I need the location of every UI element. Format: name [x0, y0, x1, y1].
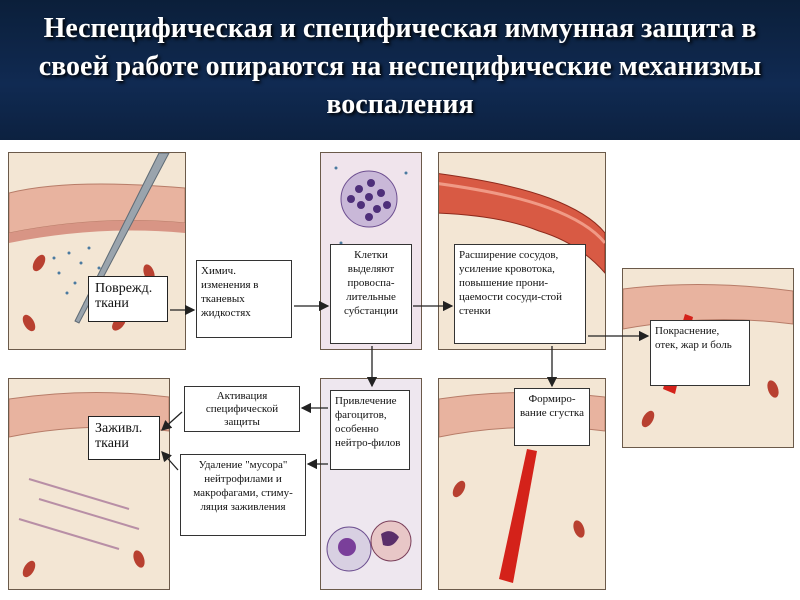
title-banner: Неспецифическая и специфическая иммунная…: [0, 0, 800, 140]
arrow-specific-to-healing: [161, 411, 183, 431]
box-phagocyte-recruit: Привлечение фагоцитов, особенно нейтро-ф…: [330, 390, 410, 470]
box-redness-swelling: Покраснение, отек, жар и боль: [650, 320, 750, 386]
panel-healing: [8, 378, 170, 590]
box-cells-release: Клетки выделяют провоспа-лительные субст…: [330, 244, 412, 344]
box-damaged-tissue: Поврежд. ткани: [88, 276, 168, 322]
box-specific-defense: Активация специфической защиты: [184, 386, 300, 432]
box-debris-removal: Удаление "мусора" нейтрофилами и макрофа…: [180, 454, 306, 536]
healing-illustration: [9, 379, 169, 589]
slide-title: Неспецифическая и специфическая иммунная…: [38, 13, 762, 120]
box-vessel-dilation: Расширение сосудов, усиление кровотока, …: [454, 244, 586, 344]
inflammation-diagram: Поврежд. ткани Химич. изменения в тканев…: [0, 140, 800, 600]
arrow-debris-to-healing: [161, 451, 179, 471]
box-chemical-changes: Химич. изменения в тканевых жидкостях: [196, 260, 292, 338]
box-healed-tissue: Заживл. ткани: [88, 416, 160, 460]
box-clot-formation: Формиро-вание сгустка: [514, 388, 590, 446]
flow-arrows: [161, 300, 650, 471]
